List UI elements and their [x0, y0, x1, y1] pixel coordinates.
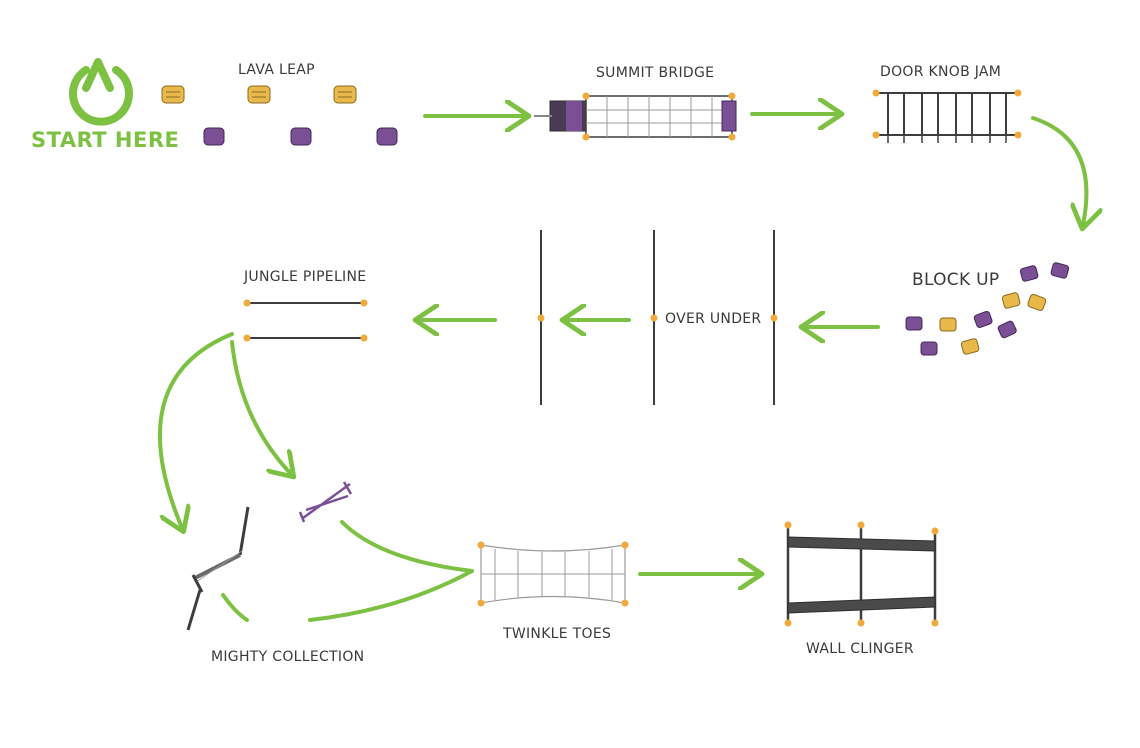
jungle-pipeline — [243, 299, 368, 342]
twinkle-toes-label: TWINKLE TOES — [503, 626, 612, 642]
twinkle-toes-net — [477, 541, 629, 607]
over-under-label: OVER UNDER — [665, 311, 762, 327]
power-icon — [69, 58, 133, 126]
summit-bridge-label: SUMMIT BRIDGE — [596, 65, 715, 81]
door-knob-jam-label: DOOR KNOB JAM — [880, 64, 1002, 80]
purple-pad — [203, 127, 225, 146]
arrow-pipeline-to-mighty-right — [230, 340, 291, 474]
mighty-collection-label: MIGHTY COLLECTION — [211, 649, 365, 665]
connector-mighty-upper — [340, 520, 474, 573]
yellow-pad — [333, 85, 357, 104]
door-knob-jam — [872, 89, 1022, 143]
start-here-label: START HERE — [31, 128, 180, 152]
lava-leap-label: LAVA LEAP — [238, 62, 315, 78]
purple-pad — [290, 127, 312, 146]
block-up-blocks — [905, 262, 1070, 356]
arrow-doorknob-to-blockup — [1031, 116, 1086, 225]
lava-leap-pads — [161, 85, 398, 146]
yellow-pad — [247, 85, 271, 104]
block-up-label: BLOCK UP — [912, 270, 1000, 290]
jungle-pipeline-label: JUNGLE PIPELINE — [244, 269, 367, 285]
purple-pad — [376, 127, 398, 146]
connector-mighty-lower — [308, 569, 474, 622]
connector-mighty-small — [221, 593, 249, 622]
yellow-pad — [161, 85, 185, 104]
mighty-collection — [186, 481, 353, 631]
arrow-pipeline-to-mighty-left — [157, 332, 234, 528]
wall-clinger-label: WALL CLINGER — [806, 641, 914, 657]
wall-clinger — [784, 521, 939, 627]
summit-bridge — [534, 92, 737, 141]
